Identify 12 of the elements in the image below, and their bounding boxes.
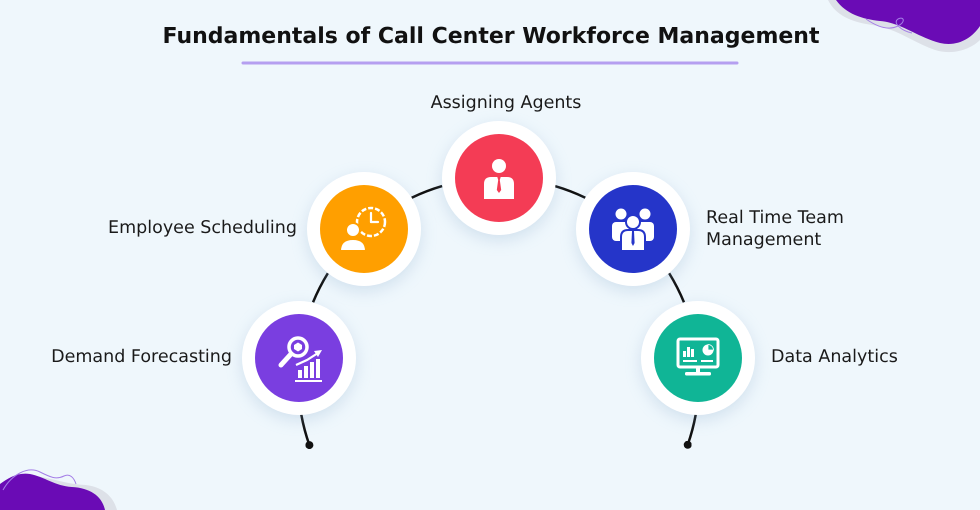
node-label: Employee Scheduling [108,217,297,239]
node-label: Assigning Agents [430,92,582,114]
connector-line [312,272,329,303]
connector-line [668,272,686,303]
node-label: Demand Forecasting [51,346,232,368]
diagram-title: Fundamentals of Call Center Workforce Management [162,23,820,50]
node-label: Real Time Team Management [706,207,845,251]
connector-line [684,414,697,449]
connector-line [554,184,586,199]
connector-line [411,184,442,199]
connector-line [300,414,314,450]
node-label: Data Analytics [771,346,898,368]
